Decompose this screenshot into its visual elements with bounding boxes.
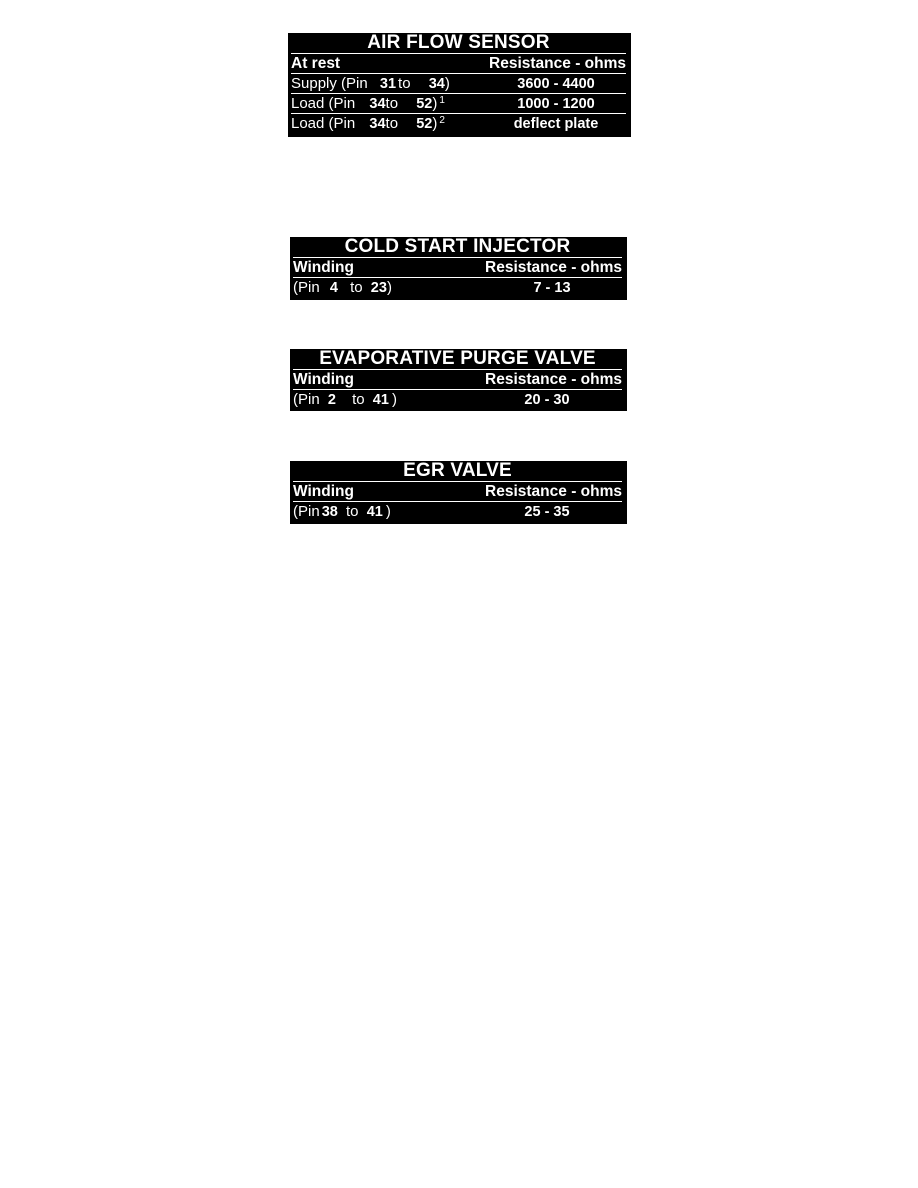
resistance-value: 1000 - 1200 <box>517 96 595 112</box>
resistance-value: 20 - 30 <box>524 392 570 408</box>
column-header-winding: Winding <box>293 483 354 500</box>
footnote-marker: 1 <box>439 95 445 106</box>
footnote-marker: 2 <box>439 115 445 126</box>
egr-valve-table: EGR VALVE Winding Resistance - ohms (Pin… <box>290 461 627 524</box>
table-title: EGR VALVE <box>293 461 622 482</box>
pin-number: 52 <box>416 116 433 132</box>
column-header-resistance: Resistance - ohms <box>485 371 622 388</box>
pin-number: 41 <box>372 392 389 408</box>
pin-number: 34 <box>369 116 386 132</box>
table-title: EVAPORATIVE PURGE VALVE <box>293 349 622 370</box>
resistance-value: 3600 - 4400 <box>517 76 595 92</box>
pin-number: 41 <box>366 504 383 520</box>
evaporative-purge-valve-table: EVAPORATIVE PURGE VALVE Winding Resistan… <box>290 349 627 411</box>
pin-number: 31 <box>379 76 397 92</box>
column-header-winding: Winding <box>293 259 354 276</box>
pin-number: 34 <box>428 76 445 92</box>
table-header-row: Winding Resistance - ohms <box>293 370 622 390</box>
column-header-resistance: Resistance - ohms <box>485 483 622 500</box>
table-row: Load (Pin 34to 52)2 deflect plate <box>291 114 626 133</box>
row-label: Load (Pin 34to 52)2 <box>291 115 445 132</box>
table-row: Load (Pin 34to 52)1 1000 - 1200 <box>291 94 626 114</box>
table-row: (Pin 4 to 23) 7 - 13 <box>293 278 622 297</box>
cold-start-injector-table: COLD START INJECTOR Winding Resistance -… <box>290 237 627 300</box>
row-label: (Pin 4 to 23) <box>293 279 392 296</box>
column-header-resistance: Resistance - ohms <box>489 55 626 72</box>
resistance-value: 25 - 35 <box>524 504 570 520</box>
column-header-resistance: Resistance - ohms <box>485 259 622 276</box>
pin-number: 23 <box>370 280 387 296</box>
pin-number: 4 <box>329 280 338 296</box>
pin-number: 34 <box>369 96 386 112</box>
pin-number: 38 <box>321 504 338 520</box>
pin-number: 2 <box>327 392 336 408</box>
column-header-condition: At rest <box>291 55 341 72</box>
table-header-row: At rest Resistance - ohms <box>291 54 626 74</box>
resistance-value: 7 - 13 <box>533 280 571 296</box>
table-title: COLD START INJECTOR <box>293 237 622 258</box>
table-title: AIR FLOW SENSOR <box>291 33 626 54</box>
table-row: (Pin 2 to 41) 20 - 30 <box>293 390 622 409</box>
row-label: Load (Pin 34to 52)1 <box>291 95 445 112</box>
table-header-row: Winding Resistance - ohms <box>293 482 622 502</box>
row-label: (Pin 2 to 41) <box>293 391 397 408</box>
resistance-value: deflect plate <box>513 116 599 132</box>
air-flow-sensor-table: AIR FLOW SENSOR At rest Resistance - ohm… <box>288 33 631 137</box>
column-header-winding: Winding <box>293 371 354 388</box>
pin-number: 52 <box>416 96 433 112</box>
table-header-row: Winding Resistance - ohms <box>293 258 622 278</box>
